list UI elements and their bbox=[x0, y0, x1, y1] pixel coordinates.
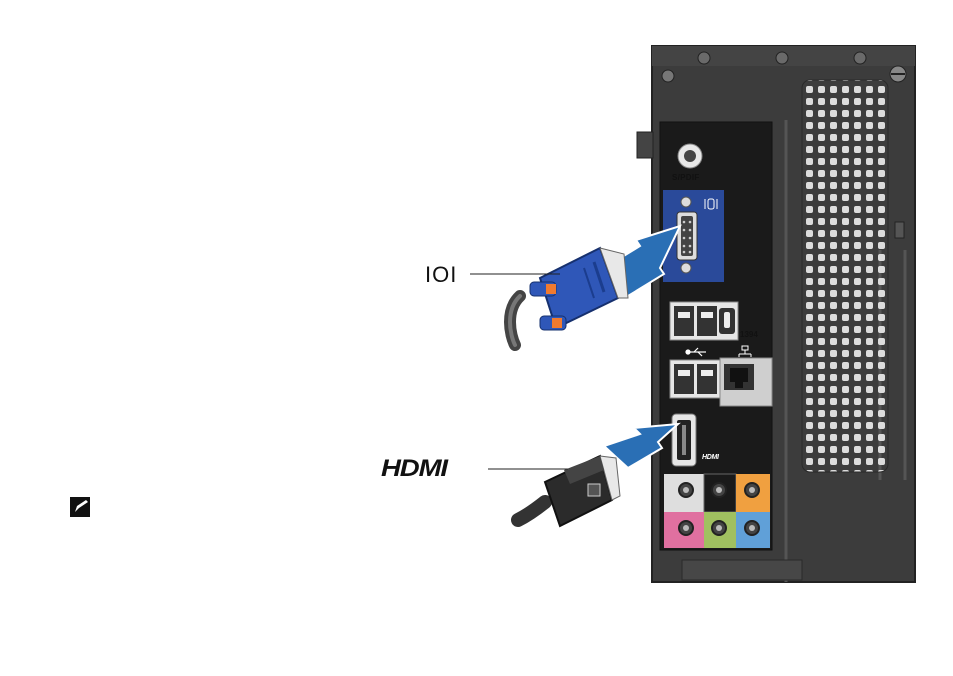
vga-connector bbox=[530, 248, 628, 330]
usb-ports-bottom bbox=[670, 360, 722, 398]
hdmi-port bbox=[672, 414, 696, 466]
usb-ports-top bbox=[670, 302, 738, 340]
hdmi-connector bbox=[545, 456, 620, 526]
hdmi-port-label: HDMI bbox=[702, 454, 719, 461]
audio-ports bbox=[664, 474, 770, 548]
hdmi-callout-label: HDMI bbox=[381, 455, 447, 483]
vga-callout-label: IOI bbox=[425, 262, 457, 288]
pencil-note-icon bbox=[70, 497, 90, 517]
firewire-label: 1394 bbox=[740, 330, 758, 339]
spdif-port bbox=[678, 144, 702, 168]
firewire-port bbox=[719, 308, 735, 334]
vent-grille bbox=[802, 80, 888, 472]
spdif-label: S/PDIF bbox=[672, 173, 700, 182]
hdmi-cable bbox=[518, 502, 545, 520]
vga-cable bbox=[510, 296, 520, 345]
ethernet-port bbox=[720, 358, 772, 406]
